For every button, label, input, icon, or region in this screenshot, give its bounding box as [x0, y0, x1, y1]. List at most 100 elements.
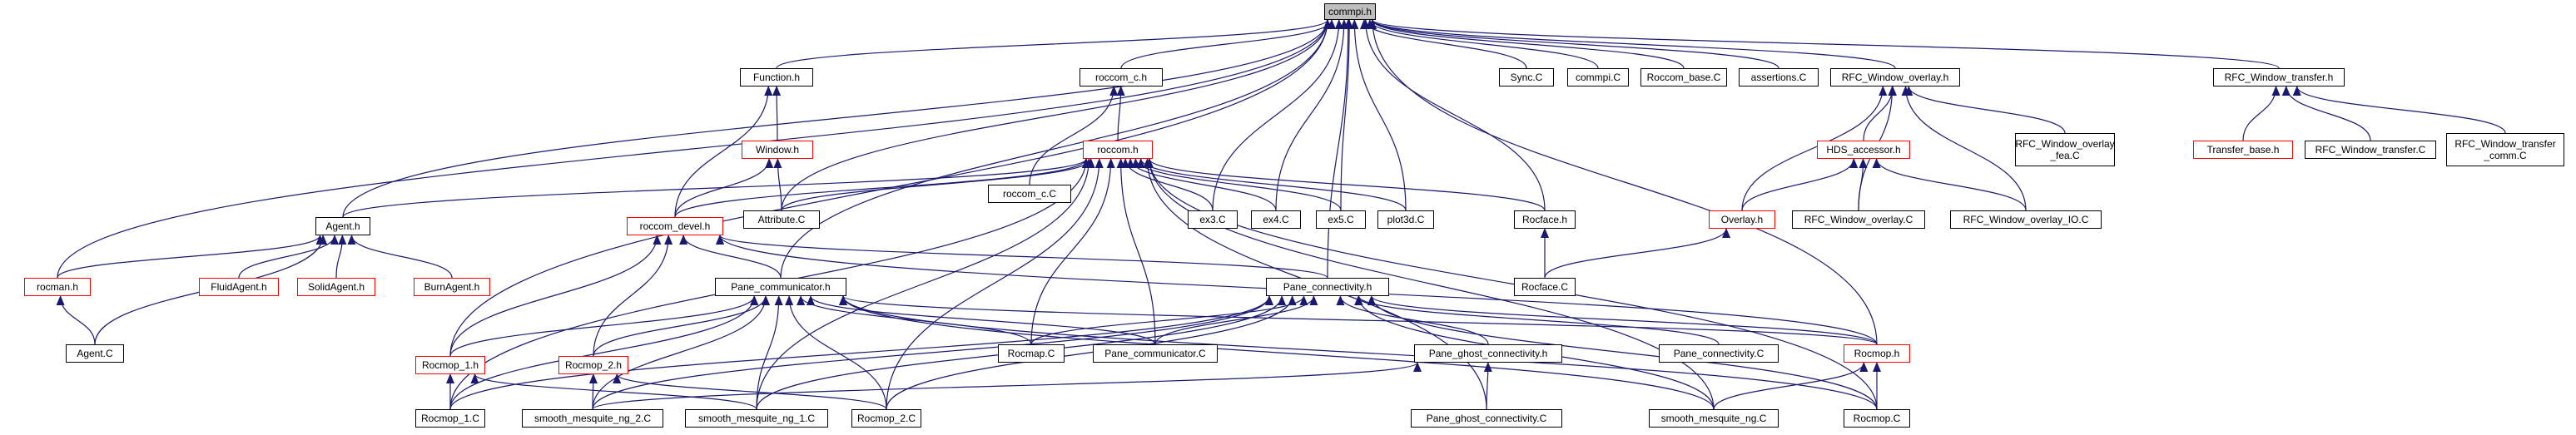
node-function-h[interactable]: Function.h — [740, 68, 813, 87]
edge-pane-communicator-c-includes-pane-connectivity-h — [1154, 295, 1318, 345]
edge-rocmop-h-includes-pane-connectivity-h — [1367, 295, 1878, 345]
node-rocmap-c[interactable]: Rocmap.C — [998, 344, 1065, 363]
node-pane-connectivity-h[interactable]: Pane_connectivity.h — [1266, 278, 1389, 296]
node-ex3-c[interactable]: ex3.C — [1188, 210, 1238, 229]
edge-rfc-window-transfer-c-includes-rfc-window-transfer-h — [2281, 86, 2371, 141]
node-rocmop-1-c[interactable]: Rocmop_1.C — [415, 409, 485, 428]
edge-rocface-h-includes-commpi-h — [1361, 19, 1546, 211]
edge-rocmop-1-h-includes-commpi-h — [449, 19, 1332, 357]
edge-ex4-c-includes-commpi-h — [1275, 19, 1348, 211]
edge-roccom-devel-h-includes-function-h — [674, 86, 773, 218]
edge-smooth-mesquite-ng-2-c-includes-pane-communicator-h — [592, 295, 770, 410]
node-commpi-h[interactable]: commpi.h — [1324, 3, 1376, 20]
edge-rocmap-c-includes-roccom-h — [1030, 158, 1115, 345]
edge-rocmop-c-includes-roccom-h — [1145, 158, 1878, 410]
node-pane-communicator-h[interactable]: Pane_communicator.h — [715, 278, 846, 296]
edge-burnagent-h-includes-agent-h — [347, 235, 453, 279]
edge-fluidagent-h-includes-agent-h — [238, 235, 339, 279]
node-pane-connectivity-c[interactable]: Pane_connectivity.C — [1659, 344, 1779, 363]
node-rocmop-2-h[interactable]: Rocmop_2.h — [558, 356, 628, 374]
edge-rocface-c-includes-overlay-h — [1544, 228, 1730, 279]
node-pane-ghost-connectivity-h[interactable]: Pane_ghost_connectivity.h — [1414, 344, 1562, 363]
edge-pane-connectivity-c-includes-pane-connectivity-h — [1354, 295, 1720, 345]
node-ex5-c[interactable]: ex5.C — [1316, 210, 1366, 229]
node-rocmop-1-h[interactable]: Rocmop_1.h — [415, 356, 485, 374]
node-rocmop-h[interactable]: Rocmop.h — [1844, 344, 1910, 363]
node-transfer-base-h[interactable]: Transfer_base.h — [2193, 141, 2293, 159]
node-roccom-c-h[interactable]: roccom_c.h — [1080, 68, 1163, 87]
edge-ex3-c-includes-roccom-h — [1121, 158, 1214, 211]
edge-rocmop-2-h-includes-roccom-devel-h — [593, 235, 673, 357]
node-agent-h[interactable]: Agent.h — [315, 217, 370, 235]
node-overlay-h[interactable]: Overlay.h — [1709, 210, 1775, 229]
edge-rfc-window-overlay-c-includes-hds-accessor-h — [1858, 158, 1868, 211]
node-smooth-mesquite-ng-c[interactable]: smooth_mesquite_ng.C — [1649, 409, 1779, 428]
edge-pane-communicator-h-includes-roccom-devel-h — [679, 235, 782, 279]
node-smooth-mesquite-ng-2-c[interactable]: smooth_mesquite_ng_2.C — [522, 409, 663, 428]
edge-overlay-h-includes-rfc-window-overlay-h — [1741, 86, 1888, 211]
edge-rfc-window-overlay-h-includes-commpi-h — [1368, 19, 1896, 69]
node-agent-c[interactable]: Agent.C — [66, 344, 124, 363]
edge-rocmop-1-c-includes-pane-connectivity-h — [449, 295, 1273, 410]
edge-hds-accessor-h-includes-rfc-window-overlay-h — [1863, 86, 1897, 141]
node-roccom-base-c[interactable]: Roccom_base.C — [1640, 68, 1727, 87]
node-rocman-h[interactable]: rocman.h — [24, 278, 91, 296]
edge-rocmop-c-includes-pane-connectivity-h — [1367, 295, 1878, 410]
edge-rfc-window-transfer-h-includes-commpi-h — [1368, 19, 2280, 69]
edge-rocmop-h-includes-commpi-h — [1368, 19, 1878, 345]
node-rocface-c[interactable]: Rocface.C — [1514, 278, 1576, 296]
node-rfc-window-overlay-c[interactable]: RFC_Window_overlay.C — [1792, 210, 1925, 229]
node-pane-communicator-c[interactable]: Pane_communicator.C — [1093, 344, 1218, 363]
node-rocface-h[interactable]: Rocface.h — [1514, 210, 1576, 229]
edge-smooth-mesquite-ng-c-includes-rocmop-h — [1713, 362, 1869, 410]
edge-roccom-devel-h-includes-roccom-h — [674, 158, 1090, 218]
edge-rocmop-1-c-includes-pane-communicator-h — [449, 295, 759, 410]
node-window-h[interactable]: Window.h — [742, 141, 813, 159]
node-pane-ghost-connectivity-c[interactable]: Pane_ghost_connectivity.C — [1411, 409, 1562, 428]
node-rfc-window-overlay-io-c[interactable]: RFC_Window_overlay_IO.C — [1950, 210, 2102, 229]
node-smooth-mesquite-ng-1-c[interactable]: smooth_mesquite_ng_1.C — [685, 409, 828, 428]
node-sync-c[interactable]: Sync.C — [1499, 68, 1554, 87]
node-rocmop-2-c[interactable]: Rocmop_2.C — [851, 409, 921, 428]
node-rfc-window-overlay-fea-c[interactable]: RFC_Window_overlay _fea.C — [2015, 133, 2115, 166]
node-rfc-window-transfer-comm-c[interactable]: RFC_Window_transfer _comm.C — [2446, 133, 2564, 166]
edge-pane-ghost-connectivity-h-includes-pane-connectivity-h — [1336, 295, 1489, 345]
edge-smooth-mesquite-ng-1-c-includes-roccom-h — [756, 158, 1094, 410]
edge-pane-connectivity-h-includes-commpi-h — [1327, 19, 1353, 279]
node-commpi-c[interactable]: commpi.C — [1567, 68, 1629, 87]
edge-rfc-window-overlay-io-c-includes-hds-accessor-h — [1872, 158, 2027, 211]
edge-pane-ghost-connectivity-c-includes-pane-ghost-connectivity-h — [1483, 362, 1492, 410]
edge-plot3d-c-includes-commpi-h — [1350, 19, 1407, 211]
node-roccom-h[interactable]: roccom.h — [1083, 141, 1153, 159]
node-roccom-c-c[interactable]: roccom_c.C — [988, 185, 1071, 203]
edge-rocmop-2-c-includes-pane-communicator-h — [785, 295, 887, 410]
node-burnagent-h[interactable]: BurnAgent.h — [414, 278, 490, 296]
node-solidagent-h[interactable]: SolidAgent.h — [297, 278, 375, 296]
node-attribute-c[interactable]: Attribute.C — [743, 210, 820, 229]
edge-roccom-h-includes-roccom-c-h — [1116, 86, 1125, 141]
edge-rfc-window-overlay-fea-c-includes-rfc-window-overlay-h — [1904, 86, 2066, 134]
node-rfc-window-transfer-c[interactable]: RFC_Window_transfer.C — [2305, 141, 2436, 159]
edge-rocmop-2-h-includes-pane-communicator-h — [593, 295, 770, 357]
node-assertions-c[interactable]: assertions.C — [1739, 68, 1819, 87]
node-roccom-devel-h[interactable]: roccom_devel.h — [627, 217, 723, 235]
node-rfc-window-transfer-h[interactable]: RFC_Window_transfer.h — [2213, 68, 2345, 87]
node-ex4-c[interactable]: ex4.C — [1251, 210, 1301, 229]
edge-attribute-c-includes-commpi-h — [781, 19, 1332, 211]
node-rocmop-c[interactable]: Rocmop.C — [1844, 409, 1910, 428]
edge-pane-communicator-c-includes-pane-communicator-h — [807, 295, 1156, 345]
edge-smooth-mesquite-ng-2-c-includes-pane-connectivity-h — [592, 295, 1273, 410]
node-fluidagent-h[interactable]: FluidAgent.h — [199, 278, 279, 296]
edge-solidagent-h-includes-agent-h — [335, 235, 347, 279]
edge-assertions-c-includes-commpi-h — [1368, 19, 1779, 69]
edge-transfer-base-h-includes-rfc-window-transfer-h — [2242, 86, 2281, 141]
edge-rfc-window-overlay-io-c-includes-rfc-window-overlay-h — [1901, 86, 2027, 211]
edge-pane-communicator-c-includes-roccom-h — [1116, 158, 1156, 345]
edge-smooth-mesquite-ng-2-c-includes-pane-ghost-connectivity-h — [592, 362, 1422, 410]
edge-rocman-h-includes-commpi-h — [57, 19, 1332, 279]
node-hds-accessor-h[interactable]: HDS_accessor.h — [1817, 141, 1910, 159]
node-plot3d-c[interactable]: plot3d.C — [1377, 210, 1434, 229]
edge-rocmop-1-h-includes-pane-communicator-h — [449, 295, 759, 357]
node-rfc-window-overlay-h[interactable]: RFC_Window_overlay.h — [1830, 68, 1960, 87]
